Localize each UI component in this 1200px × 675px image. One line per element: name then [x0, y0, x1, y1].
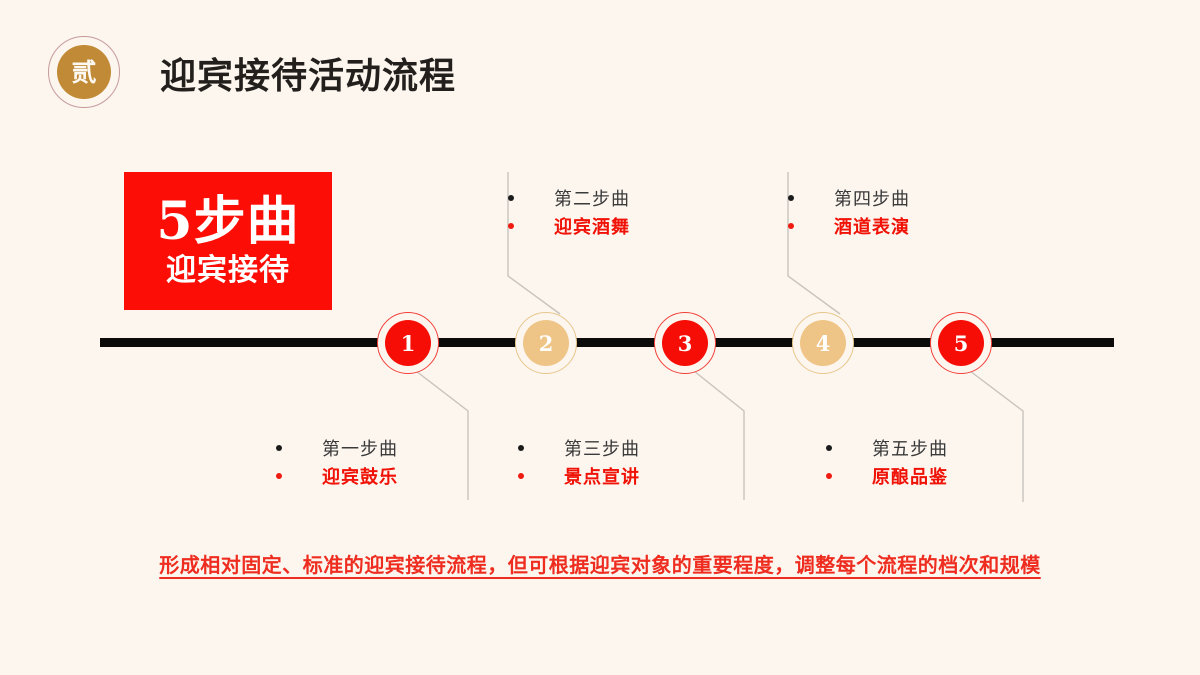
step-1-name-row: 迎宾鼓乐: [276, 462, 506, 490]
step-label-4: 第四步曲 酒道表演: [788, 184, 1018, 240]
step-2-order: 第二步曲: [554, 189, 630, 210]
hero-main-label: 5步曲: [156, 191, 300, 253]
timeline-rail: [100, 338, 1114, 347]
connector-step-1: [415, 370, 469, 500]
hero-callout-box: 5步曲 迎宾接待: [124, 172, 332, 310]
bullet-dot-icon: [276, 445, 282, 451]
timeline-node-3-number: 3: [662, 320, 708, 366]
footer-caption: 形成相对固定、标准的迎宾接待流程，但可根据迎宾对象的重要程度，调整每个流程的档次…: [159, 553, 1041, 577]
step-5-name-row: 原酿品鉴: [826, 462, 1056, 490]
slide-header: 贰 迎宾接待活动流程: [48, 36, 456, 110]
step-4-name: 酒道表演: [834, 217, 910, 238]
bullet-dot-icon: [276, 473, 282, 479]
step-label-5: 第五步曲 原酿品鉴: [826, 434, 1056, 490]
timeline-node-5[interactable]: 5: [930, 312, 992, 374]
step-3-order-row: 第三步曲: [518, 434, 748, 462]
step-4-order-row: 第四步曲: [788, 184, 1018, 212]
badge-number-label: 贰: [71, 57, 97, 87]
timeline-node-5-number: 5: [938, 320, 984, 366]
step-label-3: 第三步曲 景点宣讲: [518, 434, 748, 490]
timeline-node-2-number: 2: [523, 320, 569, 366]
connector-step-2: [507, 172, 561, 315]
step-1-order-row: 第一步曲: [276, 434, 506, 462]
bullet-dot-icon: [508, 195, 514, 201]
badge-outer-ring: [48, 36, 120, 108]
step-4-name-row: 酒道表演: [788, 212, 1018, 240]
step-3-order: 第三步曲: [564, 439, 640, 460]
bullet-dot-icon: [788, 195, 794, 201]
step-3-name-row: 景点宣讲: [518, 462, 748, 490]
hero-sub-label: 迎宾接待: [166, 252, 290, 288]
bullet-dot-icon: [508, 223, 514, 229]
step-1-order: 第一步曲: [322, 439, 398, 460]
step-2-name-row: 迎宾酒舞: [508, 212, 738, 240]
step-1-name: 迎宾鼓乐: [322, 467, 398, 488]
step-4-order: 第四步曲: [834, 189, 910, 210]
timeline-node-4-number: 4: [800, 320, 846, 366]
connector-step-4: [787, 172, 841, 315]
timeline-node-3[interactable]: 3: [654, 312, 716, 374]
step-2-order-row: 第二步曲: [508, 184, 738, 212]
bullet-dot-icon: [826, 445, 832, 451]
timeline-node-2[interactable]: 2: [515, 312, 577, 374]
timeline-node-4[interactable]: 4: [792, 312, 854, 374]
timeline-node-1[interactable]: 1: [377, 312, 439, 374]
page-title: 迎宾接待活动流程: [160, 55, 457, 97]
step-5-order-row: 第五步曲: [826, 434, 1056, 462]
bullet-dot-icon: [518, 473, 524, 479]
bullet-dot-icon: [518, 445, 524, 451]
step-label-2: 第二步曲 迎宾酒舞: [508, 184, 738, 240]
bullet-dot-icon: [788, 223, 794, 229]
connector-step-5: [969, 370, 1024, 502]
badge-disc: 贰: [57, 45, 111, 99]
connector-step-3: [693, 370, 745, 500]
step-3-name: 景点宣讲: [564, 467, 640, 488]
step-label-1: 第一步曲 迎宾鼓乐: [276, 434, 506, 490]
step-2-name: 迎宾酒舞: [554, 217, 630, 238]
bullet-dot-icon: [826, 473, 832, 479]
step-5-order: 第五步曲: [872, 439, 948, 460]
timeline-node-1-number: 1: [385, 320, 431, 366]
section-number-badge: 贰: [48, 36, 122, 110]
step-5-name: 原酿品鉴: [872, 467, 948, 488]
